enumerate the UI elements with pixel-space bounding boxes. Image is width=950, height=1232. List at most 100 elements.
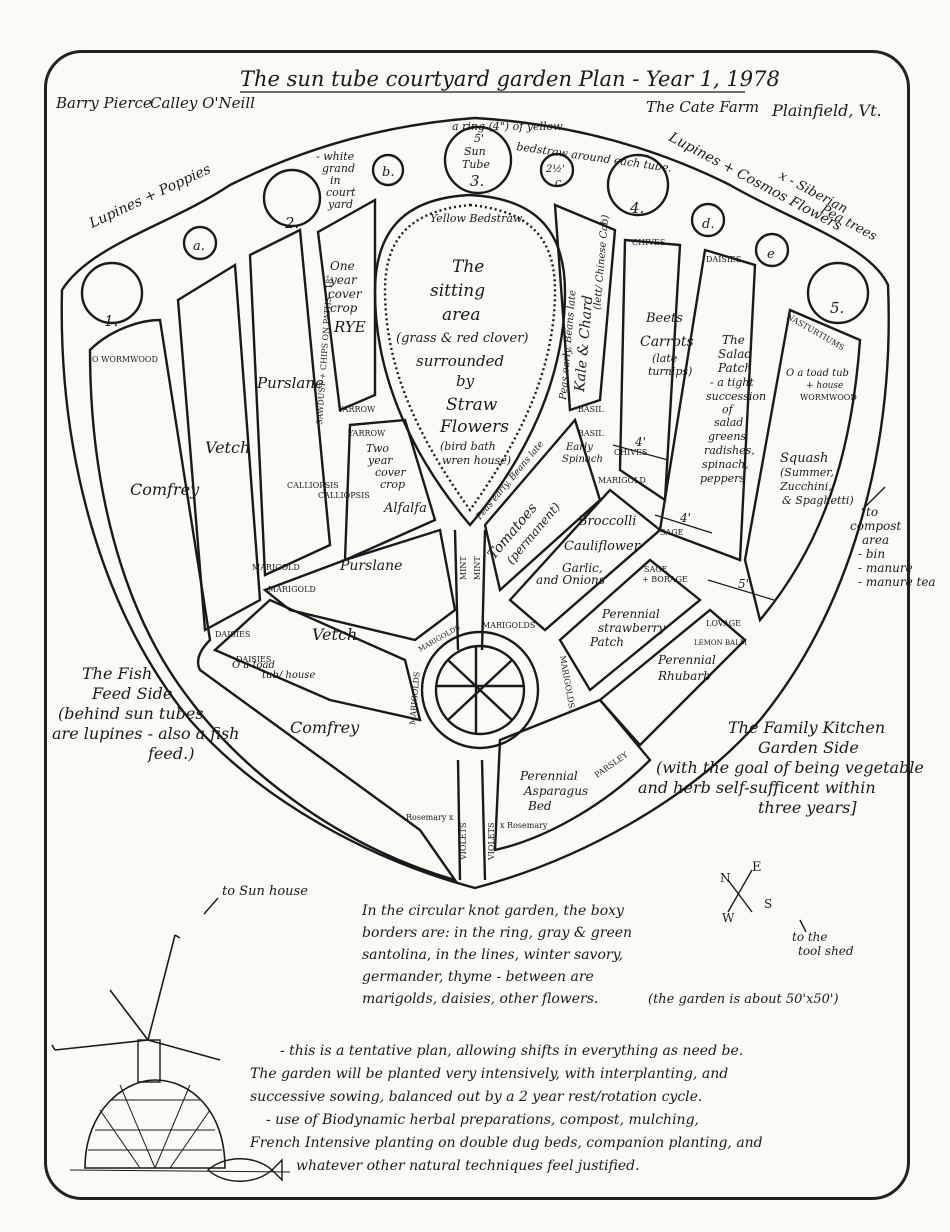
sitting-1: The [452,257,484,277]
salad-11: peppers [700,472,745,485]
fish-b: Feed Side [92,684,173,703]
white-grand-b: grand [322,162,355,175]
salad-1: The [722,333,745,347]
page-border [44,50,910,1200]
label-cauliflower: Cauliflower [564,539,641,554]
salad-6: of [722,403,735,416]
label-daisies-left2: DAISIES [236,655,271,664]
sun-tube-1 [80,261,144,325]
path-center-right [480,529,487,651]
garden-outline [60,116,890,890]
label-lovage: LOVAGE [706,619,741,628]
tube-label-5: 5. [830,299,844,317]
label-calliopsis-1: CALLIOPSIS [287,481,339,490]
label-squash-c: Zucchini, [779,480,832,493]
sitting-2: sitting [430,281,485,301]
knot-2: borders are: in the ring, gray & green [362,925,633,941]
label-late-turnips-b: turnips) [648,365,692,378]
compost-b: compost [850,519,902,533]
label-marigold-1: MARIGOLD [252,563,300,572]
tube-3-label-b: Sun [464,145,486,158]
label-rhubarb-b: Rhubarb [657,669,711,683]
label-violets-2: VIOLETS [487,823,496,861]
label-toad-right-b: + house [806,381,843,391]
label-lemon-balm: LEMON BALM [694,639,747,647]
salad-7: salad [714,416,743,429]
label-chives-1: CHIVES [632,238,665,247]
salad-2: Salad [718,347,752,361]
label-yellow-bedstraw: Yellow Bedstraw [430,212,523,225]
label-mint-1: MINT [459,556,468,580]
label-early-a: Early [565,442,593,453]
bed-salad [658,248,757,562]
label-parsley: PARSLEY [593,750,630,780]
family-kitchen-note: The Family Kitchen Garden Side (with the… [638,718,924,818]
label-marigold-3: MARIGOLD [598,476,646,485]
compost-a: to [866,505,879,519]
salad-10: spinach, [702,458,749,471]
bed-purslane-outer [248,228,332,577]
label-purslane-top: Purslane [256,374,324,392]
bed-strawberry [558,558,702,692]
location-farm: The Cate Farm [646,98,759,116]
garden-size-note: (the garden is about 50'x50') [648,992,839,1007]
label-vetch-mid: Vetch [312,625,357,644]
salad-4: - a tight [710,376,754,389]
sun-tube-d [690,202,726,238]
sitting-8: Flowers [439,417,509,437]
label-alfalfa-c: cover [375,466,407,479]
fish-e: feed.) [148,744,195,763]
sitting-7: Straw [446,395,498,415]
label-alfalfa-b: year [367,454,393,467]
tube-label-c: c [555,176,561,189]
compost-c: area [862,533,890,547]
label-asparagus-c: Bed [527,799,552,813]
fish-c: (behind sun tubes [58,704,204,723]
label-basil-2: BASIL [578,429,604,438]
compass-ns-line [727,879,753,913]
label-early-b: Spinach [562,454,603,465]
compost-arrow [861,486,886,511]
label-rosemary-left: Rosemary x [406,813,454,822]
tube-3-label-c: Tube [462,158,490,171]
label-yarrow-1: YARROW [337,405,376,414]
knot-4: germander, thyme - between are [362,969,594,985]
bed-alfalfa [343,418,437,562]
family-b: Garden Side [758,738,859,757]
knot-garden-outer [420,630,540,750]
dim-arrow-4b [654,514,713,534]
tube-3-label-a: 5' [474,132,484,145]
label-marigold-2: MARIGOLD [268,585,316,594]
toolshed-arrow [799,919,807,933]
path-center-left [453,529,460,651]
label-rye-e: RYE [333,318,366,336]
sitting-4: (grass & red clover) [396,331,529,346]
compass-e: E [752,860,762,875]
bed-rye [316,197,377,412]
label-carrots: Carrots [640,334,694,350]
bed-vetch-outer [176,262,262,632]
tube-label-b: b. [382,165,394,180]
family-c: (with the goal of being vegetable [656,758,924,777]
geodesic-dome [84,1079,226,1169]
plan-4: - use of Biodynamic herbal preparations,… [266,1112,699,1128]
family-d: and herb self-sufficent within [638,778,876,797]
label-broccoli: Broccolli [577,514,636,529]
label-daisies-right: DAISIES [706,255,741,264]
plan-5: French Intensive planting on double dug … [250,1135,763,1151]
knot-garden-inner [434,644,526,736]
to-toolshed: to the tool shed [792,930,854,958]
bed-sitting-area [383,203,557,513]
sun-tube-e [754,232,790,268]
fish-a: The Fish [82,664,153,683]
compost-f: - manure tea [858,575,936,589]
label-sage-borage-b: + BORAGE [642,575,688,584]
sun-tube-a [182,225,218,261]
sitting-5: surrounded [416,352,504,370]
sun-tube-4 [606,153,670,217]
dim-arrow-5 [707,579,775,601]
sitting-6: by [456,372,475,390]
plan-title: The sun tube courtyard garden Plan - Yea… [240,67,780,91]
